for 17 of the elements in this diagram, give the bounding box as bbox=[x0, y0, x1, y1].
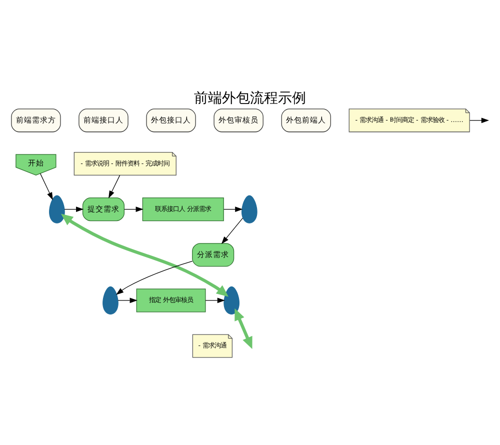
node-person bbox=[49, 194, 65, 223]
node-person bbox=[102, 286, 118, 314]
arrow bbox=[116, 260, 193, 294]
arrow bbox=[205, 297, 225, 303]
arrow bbox=[64, 206, 84, 212]
node-person bbox=[242, 194, 258, 223]
arrow bbox=[124, 206, 144, 212]
arrow bbox=[60, 213, 228, 296]
arrow bbox=[223, 206, 243, 212]
arrow bbox=[118, 297, 138, 303]
arrow bbox=[108, 174, 120, 198]
arrow bbox=[221, 217, 244, 244]
arrow bbox=[40, 172, 53, 200]
arrow bbox=[470, 117, 490, 123]
arrow bbox=[234, 308, 252, 348]
diagram-title: 前端外包流程示例 bbox=[194, 90, 306, 106]
node-person bbox=[224, 286, 240, 314]
